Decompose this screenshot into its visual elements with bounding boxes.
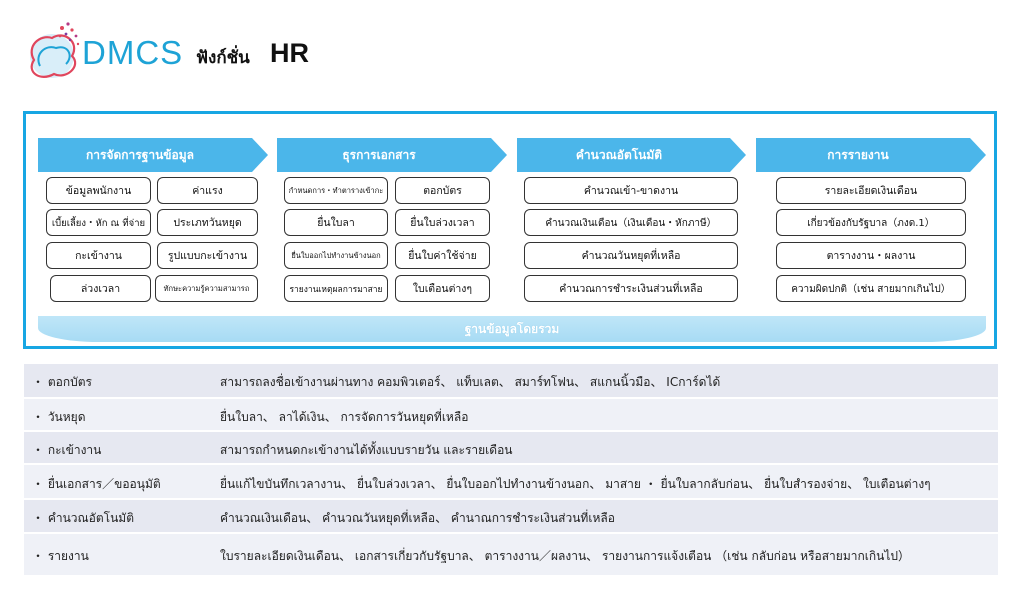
- item-abnormal: ความผิดปกติ（เช่น สายมากเกินไป）: [776, 275, 966, 302]
- row-key: ・ กะเข้างาน: [32, 443, 102, 457]
- column-title-documents: ธุรการเอกสาร: [342, 147, 416, 162]
- row-value: ยื่นแก้ไขบันทึกเวลางาน、 ยื่นใบล่วงเวลา、 …: [220, 477, 931, 491]
- dmcs-logo-icon: [30, 22, 80, 78]
- column-title-auto-calc: คำนวณอัตโนมัติ: [575, 147, 663, 162]
- item-salary-calc: คำนวณเงินเดือน（เงินเดือน・หักภาษี）: [524, 209, 738, 236]
- brand-name: DMCS: [82, 34, 184, 71]
- item-attendance-calc: คำนวณเข้า-ขาดงาน: [524, 177, 738, 204]
- item-overtime-request: ยื่นใบล่วงเวลา: [395, 209, 490, 236]
- item-warnings: ใบเตือนต่างๆ: [395, 275, 490, 302]
- item-shift: กะเข้างาน: [46, 242, 151, 269]
- table-row: ・ คำนวณอัตโนมัติ คำนวณเงินเดือน、 คำนวณวั…: [24, 498, 998, 532]
- item-government: เกี่ยวข้องกับรัฐบาล（ภงด.1）: [776, 209, 966, 236]
- row-key: ・ ตอกบัตร: [32, 375, 92, 389]
- row-value: คำนวณเงินเดือน、 คำนวณวันหยุดที่เหลือ、 คำ…: [220, 511, 615, 525]
- arrow-auto-calc: [517, 138, 746, 172]
- item-holiday-calc: คำนวณวันหยุดที่เหลือ: [524, 242, 738, 269]
- row-key: ・ ยื่นเอกสาร／ขออนุมัติ: [32, 477, 161, 491]
- arrow-database: [38, 138, 268, 172]
- row-value: สามารถกำหนดกะเข้างานได้ทั้งแบบรายวัน และ…: [220, 443, 513, 457]
- item-wages: ค่าแรง: [157, 177, 258, 204]
- row-key: ・ วันหยุด: [32, 410, 86, 424]
- table-row: ・ รายงาน ใบรายละเอียดเงินเดือน、 เอกสารเก…: [24, 532, 998, 575]
- item-holiday-type: ประเภทวันหยุด: [157, 209, 258, 236]
- table-row: ・ กะเข้างาน สามารถกำหนดกะเข้างานได้ทั้งแ…: [24, 430, 998, 463]
- item-shift-pattern: รูปแบบกะเข้างาน: [157, 242, 258, 269]
- table-row: ・ วันหยุด ยื่นใบลา、 ลาได้เงิน、 การจัดการ…: [24, 397, 998, 430]
- item-clock-in: ตอกบัตร: [395, 177, 490, 204]
- item-overtime: ล่วงเวลา: [50, 275, 151, 302]
- item-schedule: กำหนดการ・ทำตารางเข้ากะ: [284, 177, 388, 204]
- page-title: HR: [270, 38, 309, 68]
- function-label: ฟังก์ชั่น: [196, 48, 250, 68]
- column-title-reports: การรายงาน: [827, 147, 889, 162]
- row-key: ・ คำนวณอัตโนมัติ: [32, 511, 135, 525]
- row-key: ・ รายงาน: [32, 549, 89, 563]
- item-leave-request: ยื่นใบลา: [284, 209, 388, 236]
- arrow-reports: [756, 138, 986, 172]
- row-value: ใบรายละเอียดเงินเดือน、 เอกสารเกี่ยวกับรั…: [220, 549, 910, 563]
- item-salary-detail: รายละเอียดเงินเดือน: [776, 177, 966, 204]
- item-late-report: รายงานเหตุผลการมาสาย: [284, 275, 388, 302]
- table-row: ・ ตอกบัตร สามารถลงชื่อเข้างานผ่านทาง คอม…: [24, 364, 998, 397]
- item-allowance: เบี้ยเลี้ยง・หัก ณ ที่จ่าย: [46, 209, 151, 236]
- item-outside-work: ยื่นใบออกไปทำงานข้างนอก: [284, 242, 388, 269]
- item-expense: ยื่นใบค่าใช้จ่าย: [395, 242, 490, 269]
- item-employee-data: ข้อมูลพนักงาน: [46, 177, 151, 204]
- database-base-band: ฐานข้อมูลโดยรวม: [38, 316, 986, 342]
- table-row: ・ ยื่นเอกสาร／ขออนุมัติ ยื่นแก้ไขบันทึกเว…: [24, 463, 998, 498]
- arrow-documents: [277, 138, 507, 172]
- item-skills: ทักษะความรู้ความสามารถ: [155, 275, 258, 302]
- row-value: สามารถลงชื่อเข้างานผ่านทาง คอมพิวเตอร์、 …: [220, 375, 721, 389]
- column-title-database: การจัดการฐานข้อมูล: [86, 147, 194, 162]
- item-schedule-results: ตารางงาน・ผลงาน: [776, 242, 966, 269]
- row-value: ยื่นใบลา、 ลาได้เงิน、 การจัดการวันหยุดที่…: [220, 410, 469, 424]
- item-balance-calc: คำนวณการชำระเงินส่วนที่เหลือ: [524, 275, 738, 302]
